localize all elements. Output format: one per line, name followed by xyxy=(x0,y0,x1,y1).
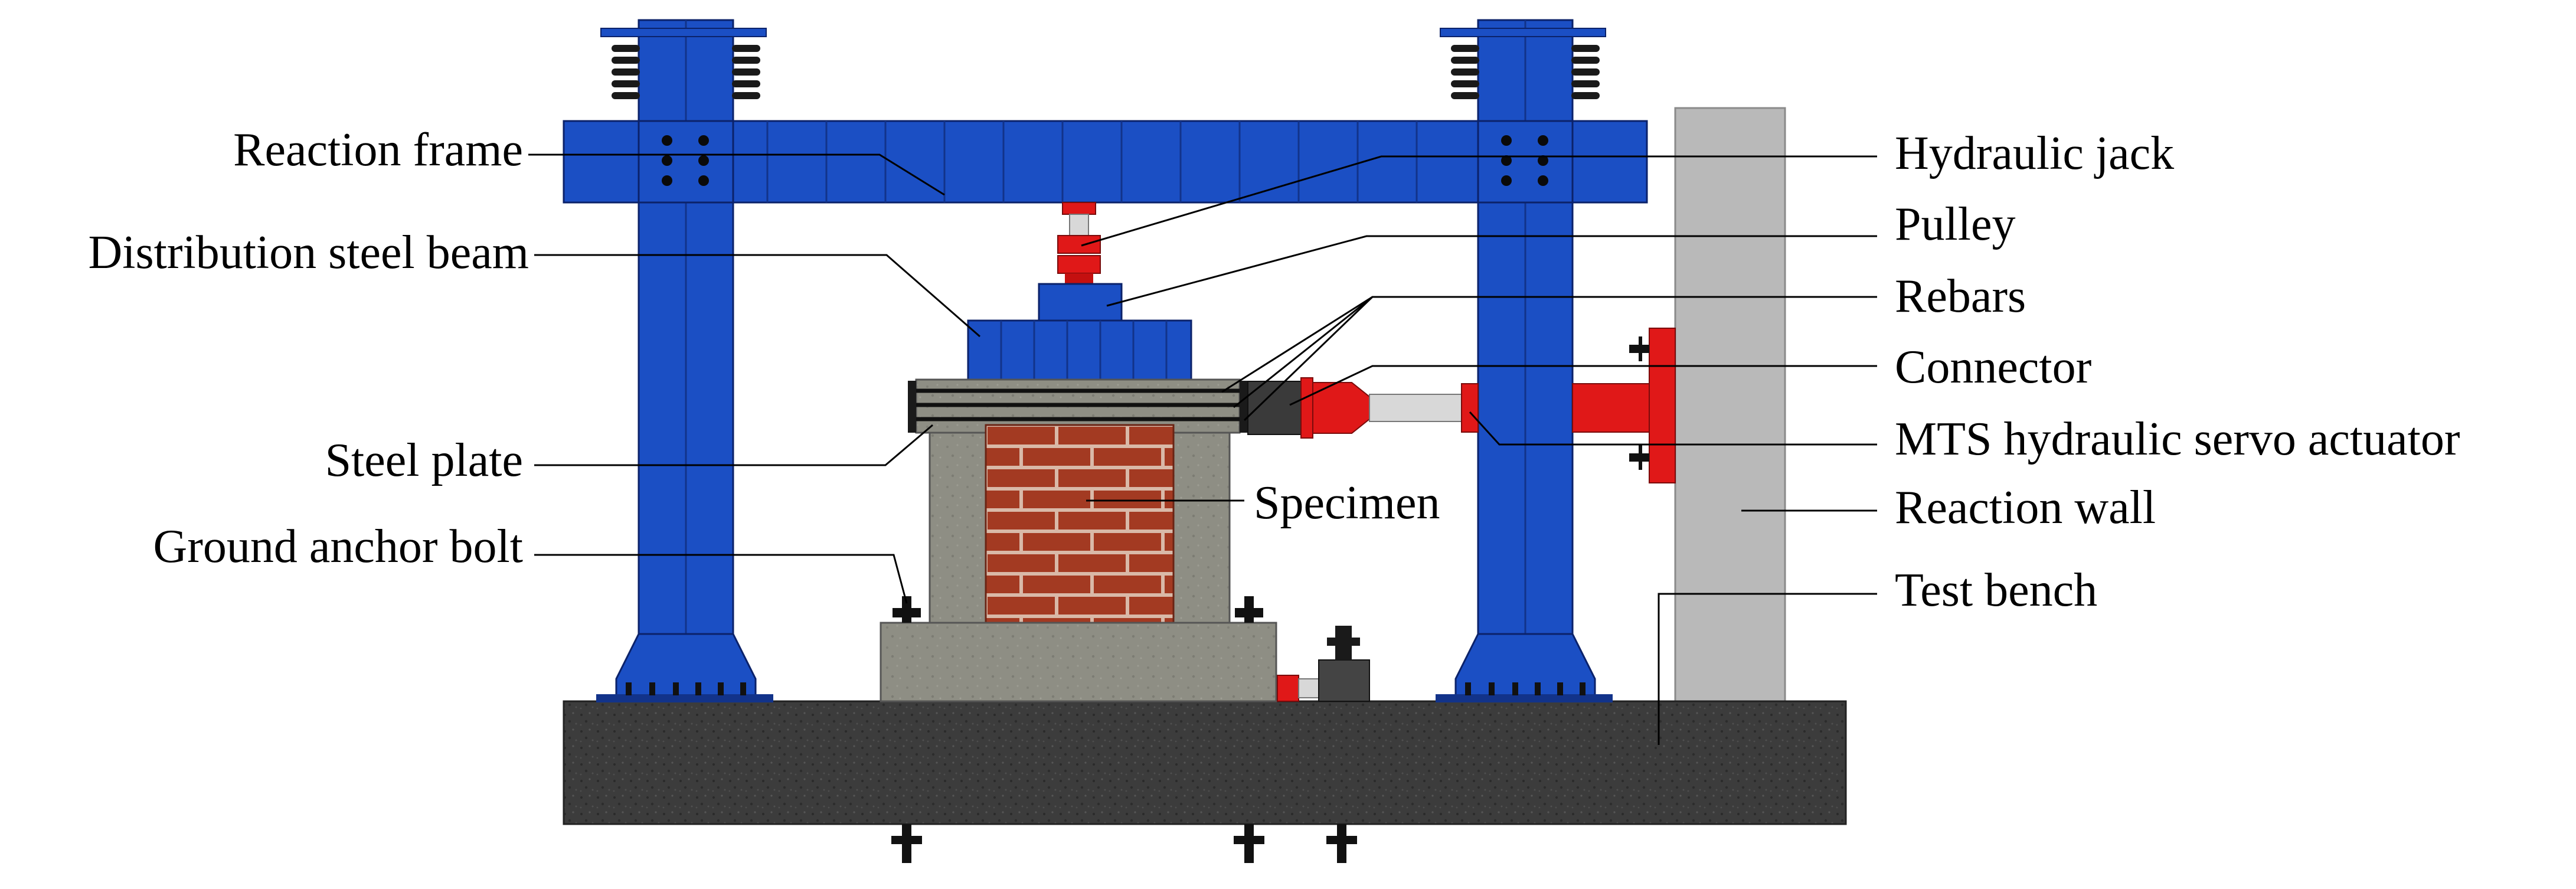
label-reaction-frame: Reaction frame xyxy=(233,124,523,176)
pulley xyxy=(1038,283,1123,322)
specimen-left-pier xyxy=(929,432,987,624)
label-steel-plate: Steel plate xyxy=(325,434,523,486)
mts-actuator xyxy=(1300,328,1676,483)
label-specimen: Specimen xyxy=(1254,477,1440,529)
label-distribution-steel-beam: Distribution steel beam xyxy=(88,227,529,279)
specimen-right-pier xyxy=(1172,432,1231,624)
distribution-steel-beam xyxy=(967,319,1192,381)
leader-lines xyxy=(528,153,1877,745)
steel-plate-right xyxy=(1240,381,1248,433)
cap-beam xyxy=(908,378,1248,434)
label-ground-anchor-bolt: Ground anchor bolt xyxy=(153,521,523,573)
label-mts-actuator: MTS hydraulic servo actuator xyxy=(1895,413,2460,465)
reaction-frame-beam xyxy=(563,120,1648,204)
column-top-springs xyxy=(612,45,1600,99)
label-pulley: Pulley xyxy=(1895,198,2015,250)
specimen-base xyxy=(880,622,1277,702)
column-base-bolts xyxy=(626,682,1586,695)
label-connector: Connector xyxy=(1895,341,2091,393)
test-bench xyxy=(563,700,1847,825)
rebars xyxy=(909,388,1245,421)
base-clamp xyxy=(1277,626,1370,702)
label-reaction-wall: Reaction wall xyxy=(1895,482,2156,534)
label-hydraulic-jack: Hydraulic jack xyxy=(1895,128,2174,179)
hydraulic-jack xyxy=(1057,202,1101,284)
label-test-bench: Test bench xyxy=(1895,564,2097,616)
bench-bottom-bolts xyxy=(891,824,1357,863)
reaction-wall xyxy=(1674,107,1786,705)
specimen-brick-wall xyxy=(985,424,1175,624)
ground-anchor-bolts xyxy=(893,596,1263,623)
label-rebars: Rebars xyxy=(1895,270,2026,322)
steel-plate-left xyxy=(908,381,916,433)
frame-bolt-holes xyxy=(662,135,1548,186)
